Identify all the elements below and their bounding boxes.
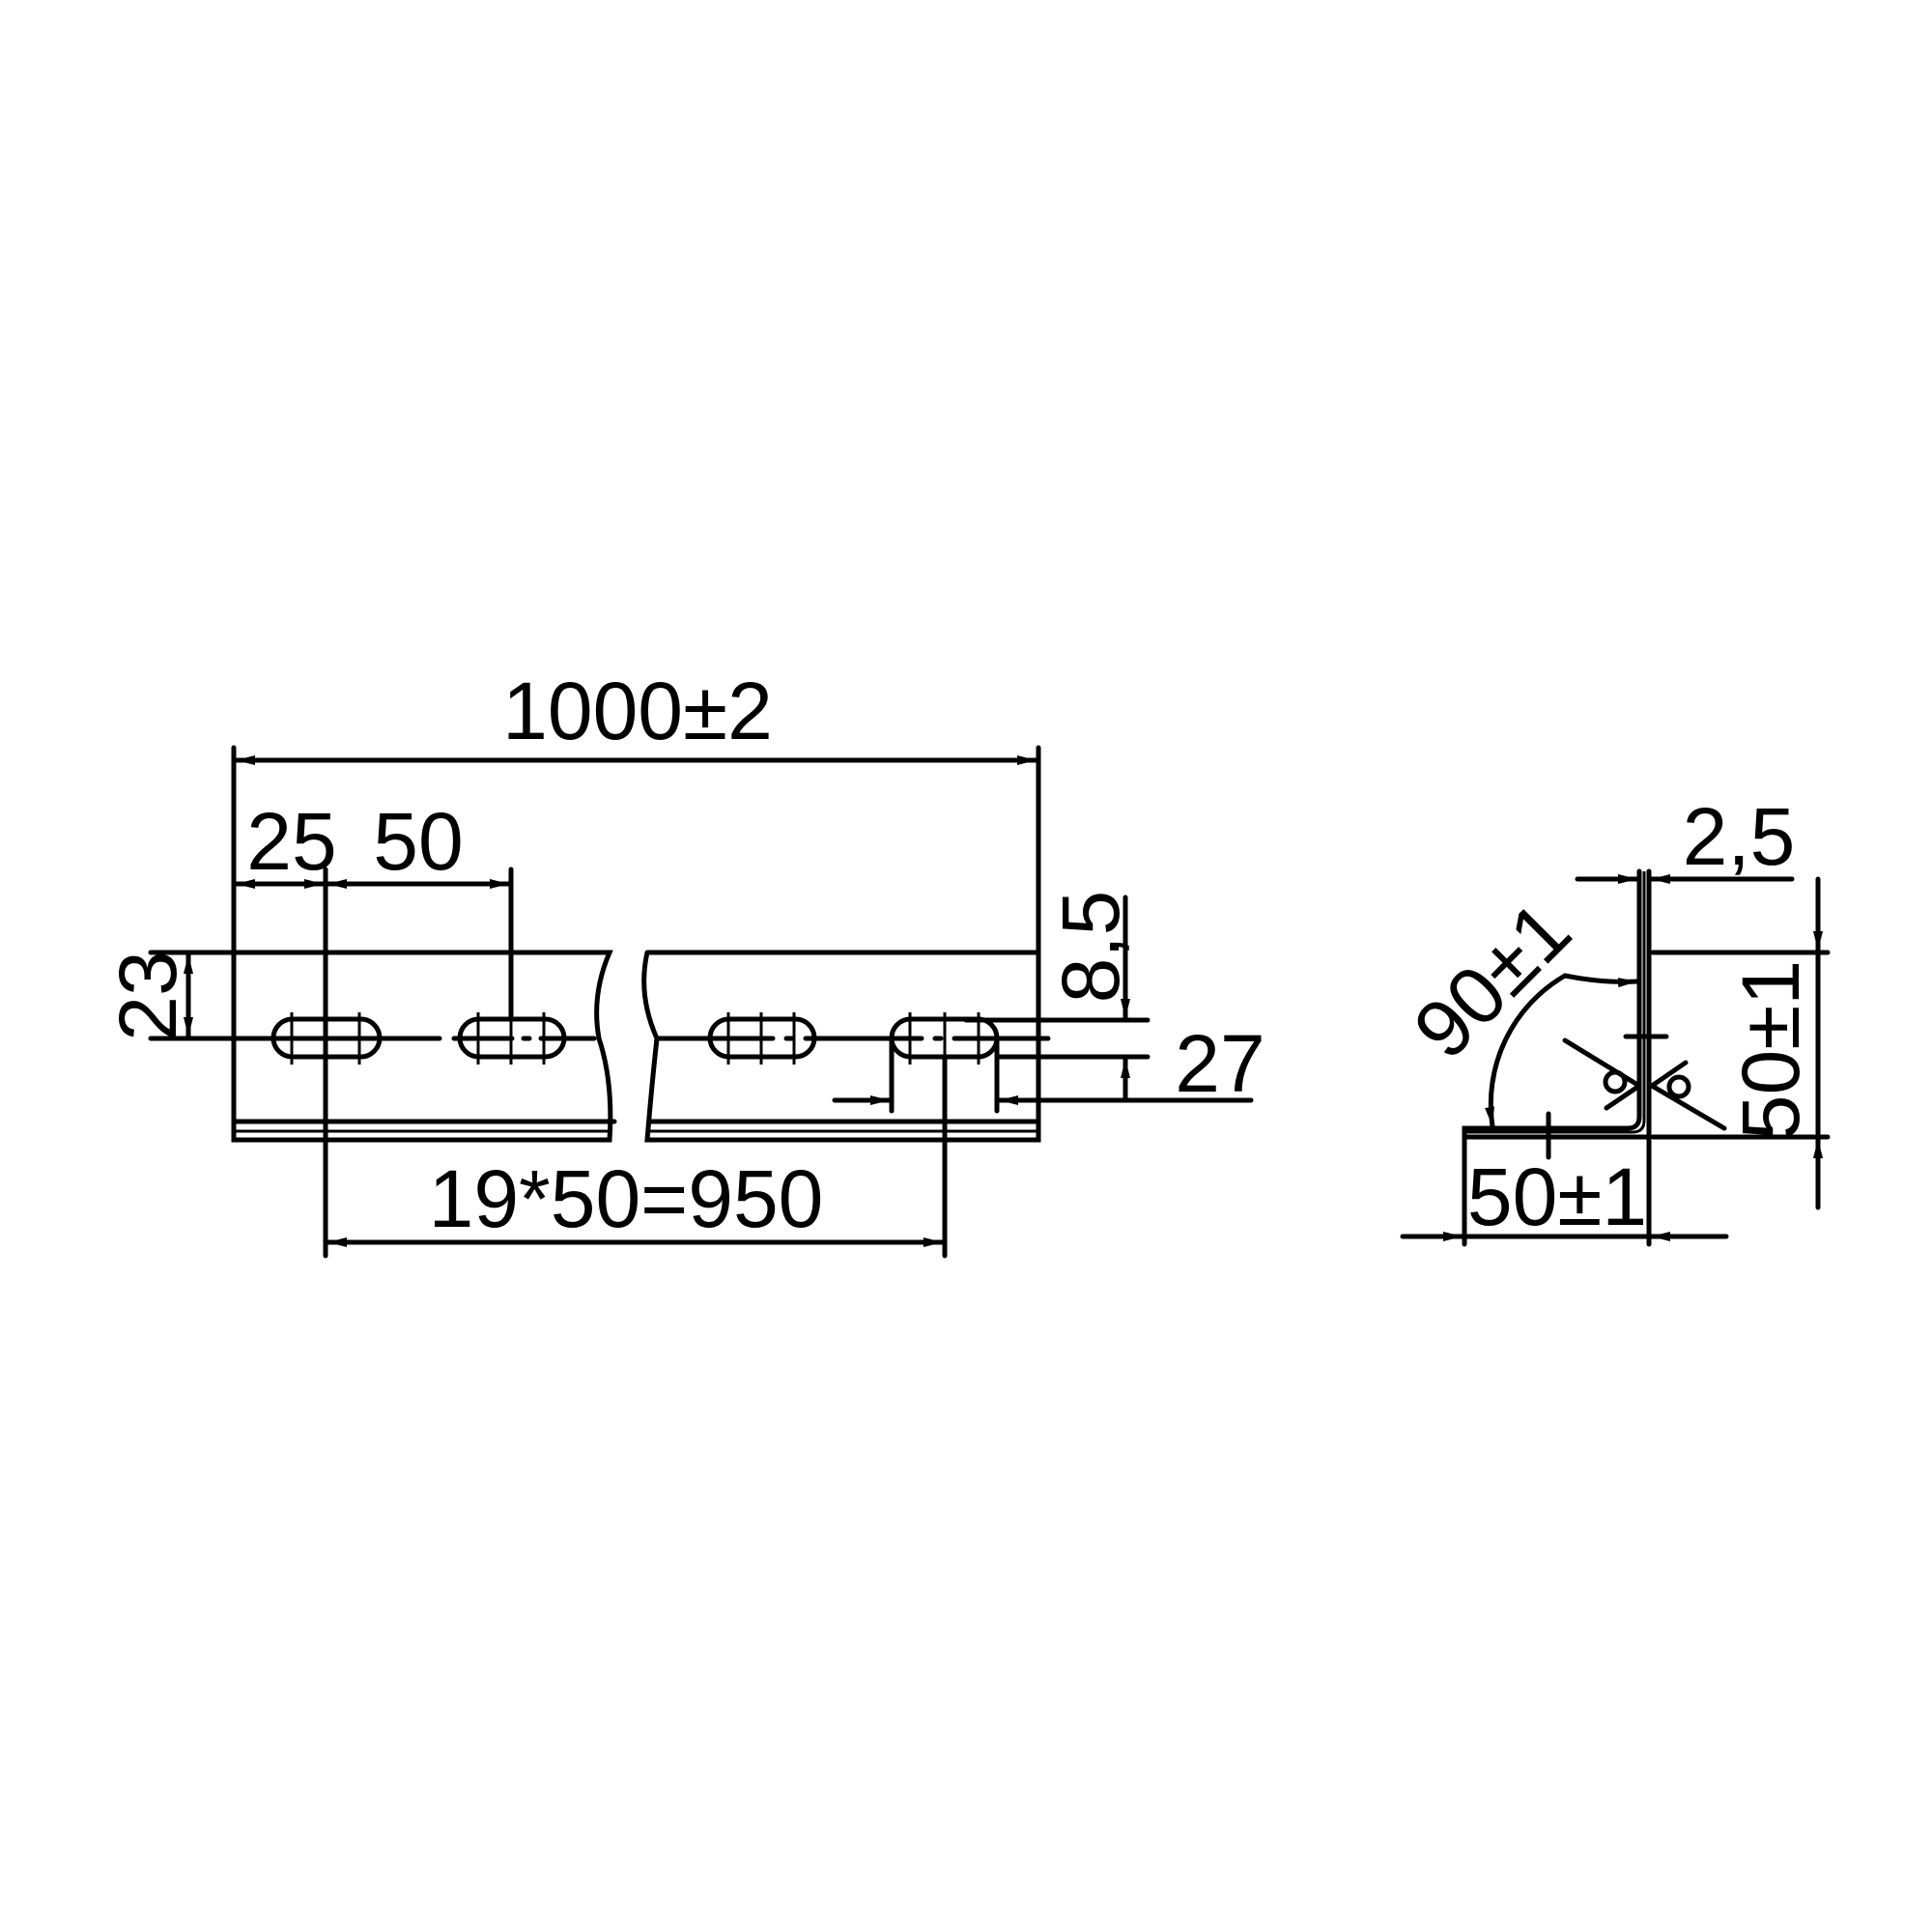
dimension-slot-width: 8,5: [963, 891, 1151, 1103]
front-view: 1000±2 25 50 23 8,5: [102, 666, 1265, 1259]
dimension-hole-span: 19*50=950: [325, 1054, 948, 1259]
dimension-label: 50±1: [1725, 960, 1816, 1140]
dimension-label: 50±1: [1467, 1151, 1647, 1242]
profile-outline: [231, 950, 1041, 1143]
dimension-label: 1000±2: [502, 666, 773, 756]
slot-hole: [707, 1012, 817, 1065]
dimension-label: 8,5: [1045, 891, 1136, 1004]
dimension-leg-width: 50±1: [1400, 1125, 1729, 1247]
dimension-angle: 90±1: [1396, 884, 1640, 1129]
dimension-thickness: 2,5: [1575, 791, 1796, 884]
dimension-label: 19*50=950: [429, 1153, 824, 1244]
dimension-label: 50: [373, 796, 463, 887]
dimension-label: 2,5: [1683, 791, 1796, 882]
dimension-hole-offset-pitch: 25 50: [233, 796, 514, 1259]
surface-finish-marks: [1562, 1037, 1727, 1131]
dimension-label: 25: [246, 796, 336, 887]
side-view: 2,5 90±1 50±1 50±1: [1396, 791, 1831, 1247]
dimension-overall-length: 1000±2: [231, 666, 1041, 955]
dimension-leg-height: 50±1: [1650, 876, 1831, 1210]
dimension-slot-length: 27: [832, 1018, 1265, 1114]
dimension-label: 27: [1175, 1018, 1264, 1109]
dimension-hole-row-height: 23: [102, 950, 237, 1041]
dimension-label: 23: [102, 951, 193, 1040]
